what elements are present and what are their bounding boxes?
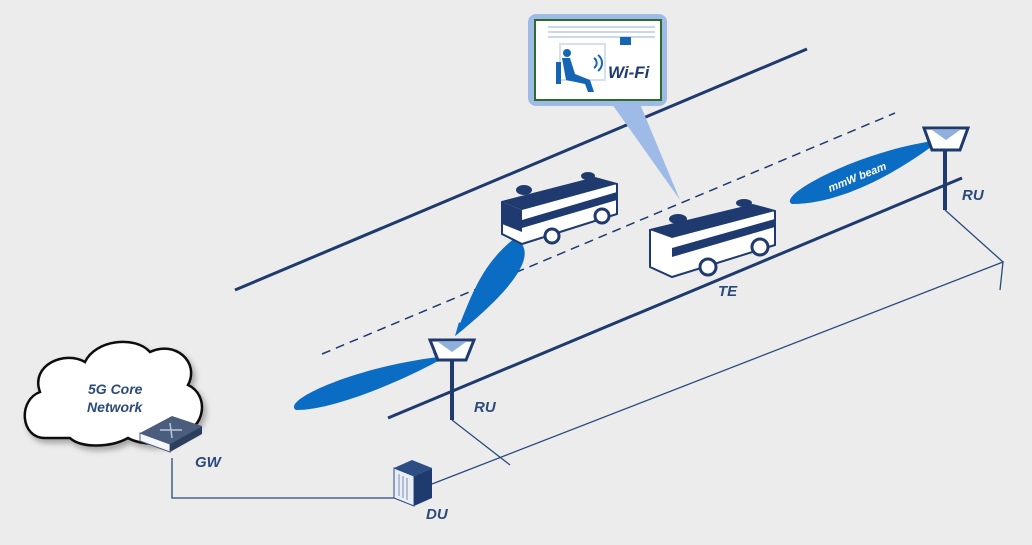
road-edge-top [234,47,808,292]
te-bus-icon [649,199,776,279]
core-network-cloud [23,340,204,447]
router-icon [620,37,631,45]
ru-right-label: RU [962,187,985,204]
wifi-waves-icon [593,54,603,72]
gateway-router-icon [139,416,202,453]
ru-left-label: RU [474,399,497,416]
beam-ru-right [789,140,940,204]
road-center-dashed [321,112,896,355]
passenger-laptop-icon [556,49,594,92]
ru-right-tower [921,126,971,210]
beam-ru-left [293,356,447,410]
road-edge-bottom [387,176,963,420]
du-label: DU [426,506,449,523]
te-label: TE [718,283,738,300]
gw-label: GW [195,454,223,471]
fronthaul-links [171,209,1004,499]
beam-bus-to-ru [455,238,525,336]
cloud-label-line2: Network [87,399,143,415]
wifi-label: Wi-Fi [608,63,651,82]
cloud-label-line1: 5G Core [88,381,143,397]
wifi-callout: Wi-Fi [528,14,680,200]
bus-icon [501,172,618,246]
du-server-icon [393,460,432,507]
ru-left-tower [427,338,477,420]
